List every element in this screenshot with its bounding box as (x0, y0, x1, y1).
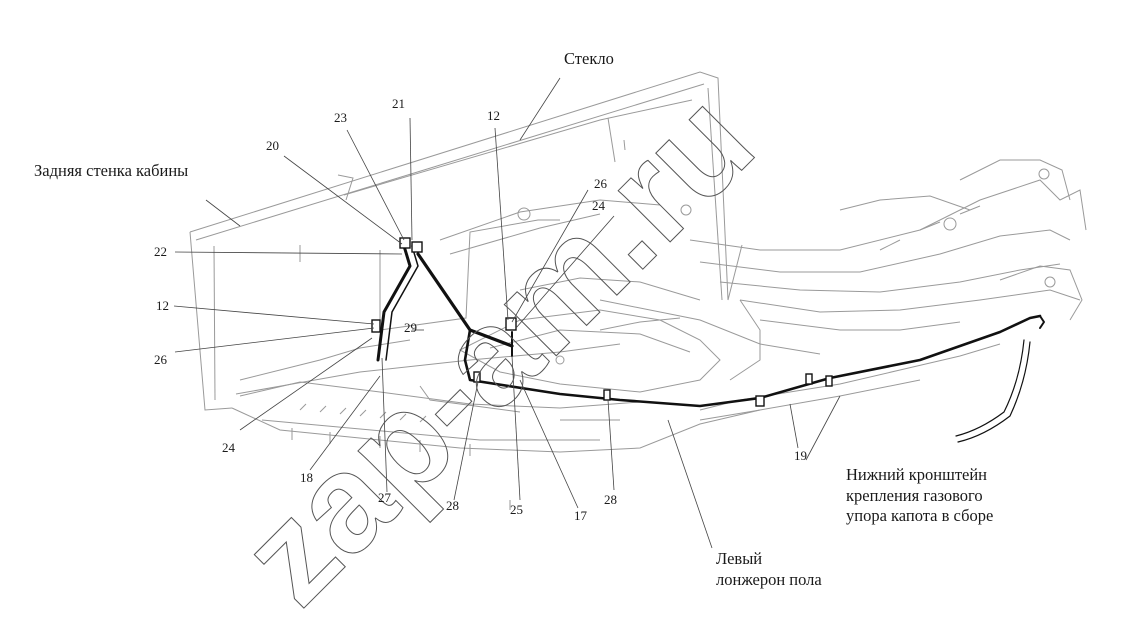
callout-17: 17 (574, 508, 587, 523)
watermark-text: zap-am.ru (212, 63, 782, 633)
callout-24-left: 24 (222, 440, 235, 455)
caption-lower-bracket: Нижний кронштейн крепления газового упор… (846, 465, 993, 527)
caption-left-floor-sill-line2: лонжерон пола (716, 569, 822, 589)
caption-lower-bracket-line1: Нижний кронштейн (846, 465, 988, 484)
callout-12-right: 12 (487, 108, 500, 123)
callout-26-right: 26 (594, 176, 607, 191)
callout-20: 20 (266, 138, 279, 153)
callout-27: 27 (378, 490, 391, 505)
caption-left-floor-sill-line1: Левый (716, 549, 763, 568)
hose-clips (371, 237, 833, 407)
callout-24-right: 24 (592, 198, 605, 213)
callout-22: 22 (154, 244, 167, 259)
callout-28-left: 28 (446, 498, 459, 513)
callout-26-left: 26 (154, 352, 167, 367)
callout-19: 19 (794, 448, 807, 463)
drain-hose-assembly (376, 244, 1045, 443)
rail-hatching (299, 403, 427, 423)
caption-lower-bracket-line2: крепления газового (846, 485, 983, 505)
caption-rear-wall: Задняя стенка кабины (34, 161, 189, 180)
callout-21: 21 (392, 96, 405, 111)
caption-glass: Стекло (564, 49, 614, 68)
callout-12-left: 12 (156, 298, 169, 313)
caption-lower-bracket-line3: упора капота в сборе (846, 506, 994, 526)
callout-28-right: 28 (604, 492, 617, 507)
callout-29: 29 (404, 320, 417, 335)
leader-lines (173, 77, 841, 549)
caption-left-floor-sill: Левый лонжерон пола (716, 549, 822, 590)
callout-25: 25 (510, 502, 523, 517)
callout-23: 23 (334, 110, 347, 125)
callout-18: 18 (300, 470, 313, 485)
